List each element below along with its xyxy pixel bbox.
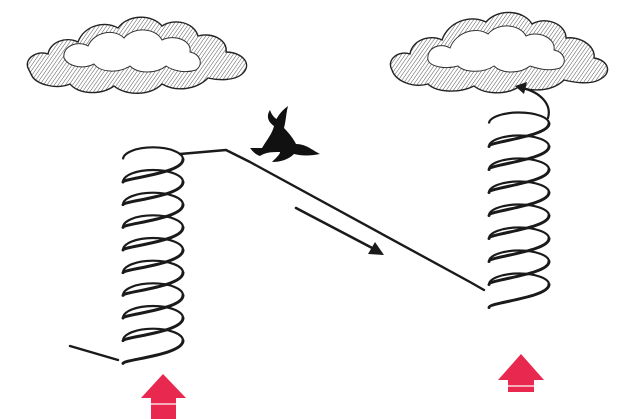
thermal-updraft-arrow-left: [141, 374, 186, 419]
glide-direction-arrow: [296, 208, 384, 255]
cloud-left: [27, 17, 246, 93]
left-spiral-loop-front-9: [123, 341, 183, 364]
thermal-spiral-right: [489, 113, 549, 308]
cloud-right: [390, 12, 607, 92]
left-spiral-entry: [70, 346, 118, 360]
right-spiral-loop-back-1: [489, 113, 549, 124]
thermal-updraft-arrow-right: [498, 354, 544, 392]
thermal-spiral-left: [123, 147, 183, 363]
left-spiral-loop-back-1: [123, 147, 183, 159]
glide-path: [180, 150, 484, 290]
soaring-bird-icon: [250, 106, 320, 162]
right-spiral-loop-front-8: [489, 285, 549, 308]
